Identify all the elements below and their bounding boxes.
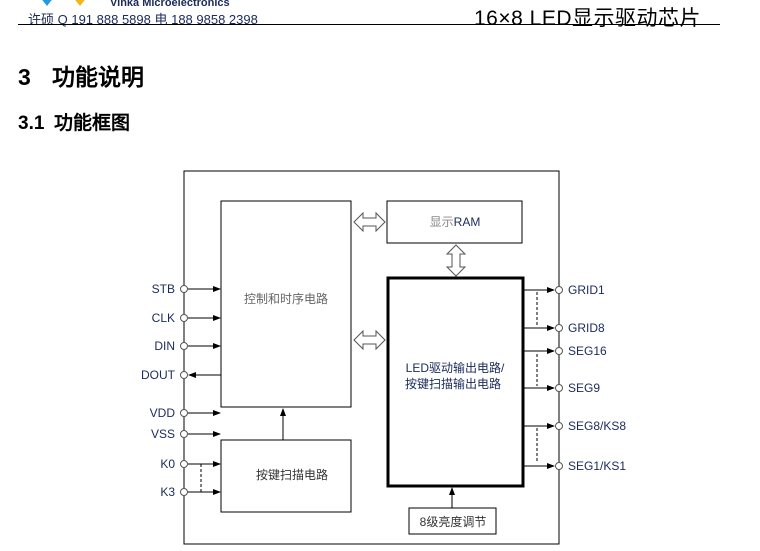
pin-label: VSS: [151, 427, 175, 441]
display-ram-label-en: RAM: [454, 215, 481, 229]
logo-blue-triangle-icon: [36, 0, 58, 6]
right-pin-seg1-ks1: SEG1/KS1: [524, 459, 626, 473]
pin-label: SEG9: [568, 381, 600, 395]
subsection-title: 功能框图: [54, 113, 131, 134]
display-ram-label-cn: 显示: [430, 215, 454, 229]
pin-terminal-icon: [180, 371, 188, 379]
pin-terminal-icon: [180, 314, 188, 322]
led-driver-block: [386, 276, 525, 488]
left-pin-vdd: VDD: [150, 406, 221, 420]
pin-terminal-icon: [555, 324, 563, 332]
pin-label: STB: [152, 282, 175, 296]
pin-label: GRID1: [568, 283, 605, 297]
pin-terminal-icon: [555, 384, 563, 392]
pin-label: DIN: [154, 339, 175, 353]
subsection-number: 3.1: [18, 113, 45, 134]
pin-terminal-icon: [555, 347, 563, 355]
pin-label: VDD: [150, 406, 176, 420]
control-driver-bus-arrow-icon: [353, 329, 386, 351]
display-ram-block: [386, 200, 523, 244]
left-pin-dout: DOUT: [141, 368, 221, 382]
pin-terminal-icon: [555, 286, 563, 294]
pin-label: GRID8: [568, 321, 605, 335]
left-pin-stb: STB: [152, 282, 221, 296]
header-divider: [18, 24, 720, 25]
subsection-heading: 3.1 功能框图: [18, 108, 130, 135]
section-title: 功能说明: [52, 64, 144, 90]
chip-boundary: [183, 170, 560, 545]
left-pin-vss: VSS: [151, 427, 221, 441]
pin-label: K3: [160, 485, 175, 499]
pin-label: SEG16: [568, 344, 607, 358]
led-driver-label-line1: LED驱动输出电路/: [406, 360, 505, 375]
pin-terminal-icon: [180, 409, 188, 417]
pin-terminal-icon: [180, 488, 188, 496]
left-pin-k0: K0: [160, 457, 221, 471]
pin-label: DOUT: [141, 368, 176, 382]
pin-label: SEG8/KS8: [568, 419, 626, 433]
pin-terminal-icon: [555, 462, 563, 470]
left-pin-clk: CLK: [152, 311, 221, 325]
left-pin-k3: K3: [160, 485, 221, 499]
company-name: Vinka Microelectronics: [110, 0, 230, 9]
left-pin-din: DIN: [154, 339, 221, 353]
ram-driver-bus-arrow-icon: [445, 244, 467, 277]
right-pin-seg8-ks8: SEG8/KS8: [524, 419, 626, 433]
contact-info: 许硕 Q 191 888 5898 电 188 9858 2398: [28, 12, 258, 27]
pin-terminal-icon: [180, 285, 188, 293]
pin-terminal-icon: [180, 460, 188, 468]
logo-yellow-triangle-icon: [69, 0, 91, 6]
key-scan-block: [220, 439, 352, 513]
section-heading: 3 功能说明: [18, 58, 144, 92]
section-number: 3: [18, 64, 31, 90]
right-pin-grid8: GRID8: [524, 321, 605, 335]
brightness-label: 8级亮度调节: [420, 514, 487, 529]
control-timing-block: [220, 200, 352, 408]
right-pin-seg16: SEG16: [524, 344, 607, 358]
led-driver-label-line2: 按键扫描输出电路: [405, 376, 501, 391]
right-pin-seg9: SEG9: [524, 381, 600, 395]
pin-label: CLK: [152, 311, 175, 325]
right-pin-grid1: GRID1: [524, 283, 605, 297]
pin-terminal-icon: [180, 342, 188, 350]
control-ram-bus-arrow-icon: [353, 211, 386, 233]
display-ram-label: 显示RAM: [430, 215, 481, 229]
control-timing-label: 控制和时序电路: [244, 291, 328, 306]
pin-label: SEG1/KS1: [568, 459, 626, 473]
pin-terminal-icon: [555, 422, 563, 430]
pin-label: K0: [160, 457, 175, 471]
pin-terminal-icon: [180, 430, 188, 438]
key-scan-label: 按键扫描电路: [256, 467, 328, 482]
